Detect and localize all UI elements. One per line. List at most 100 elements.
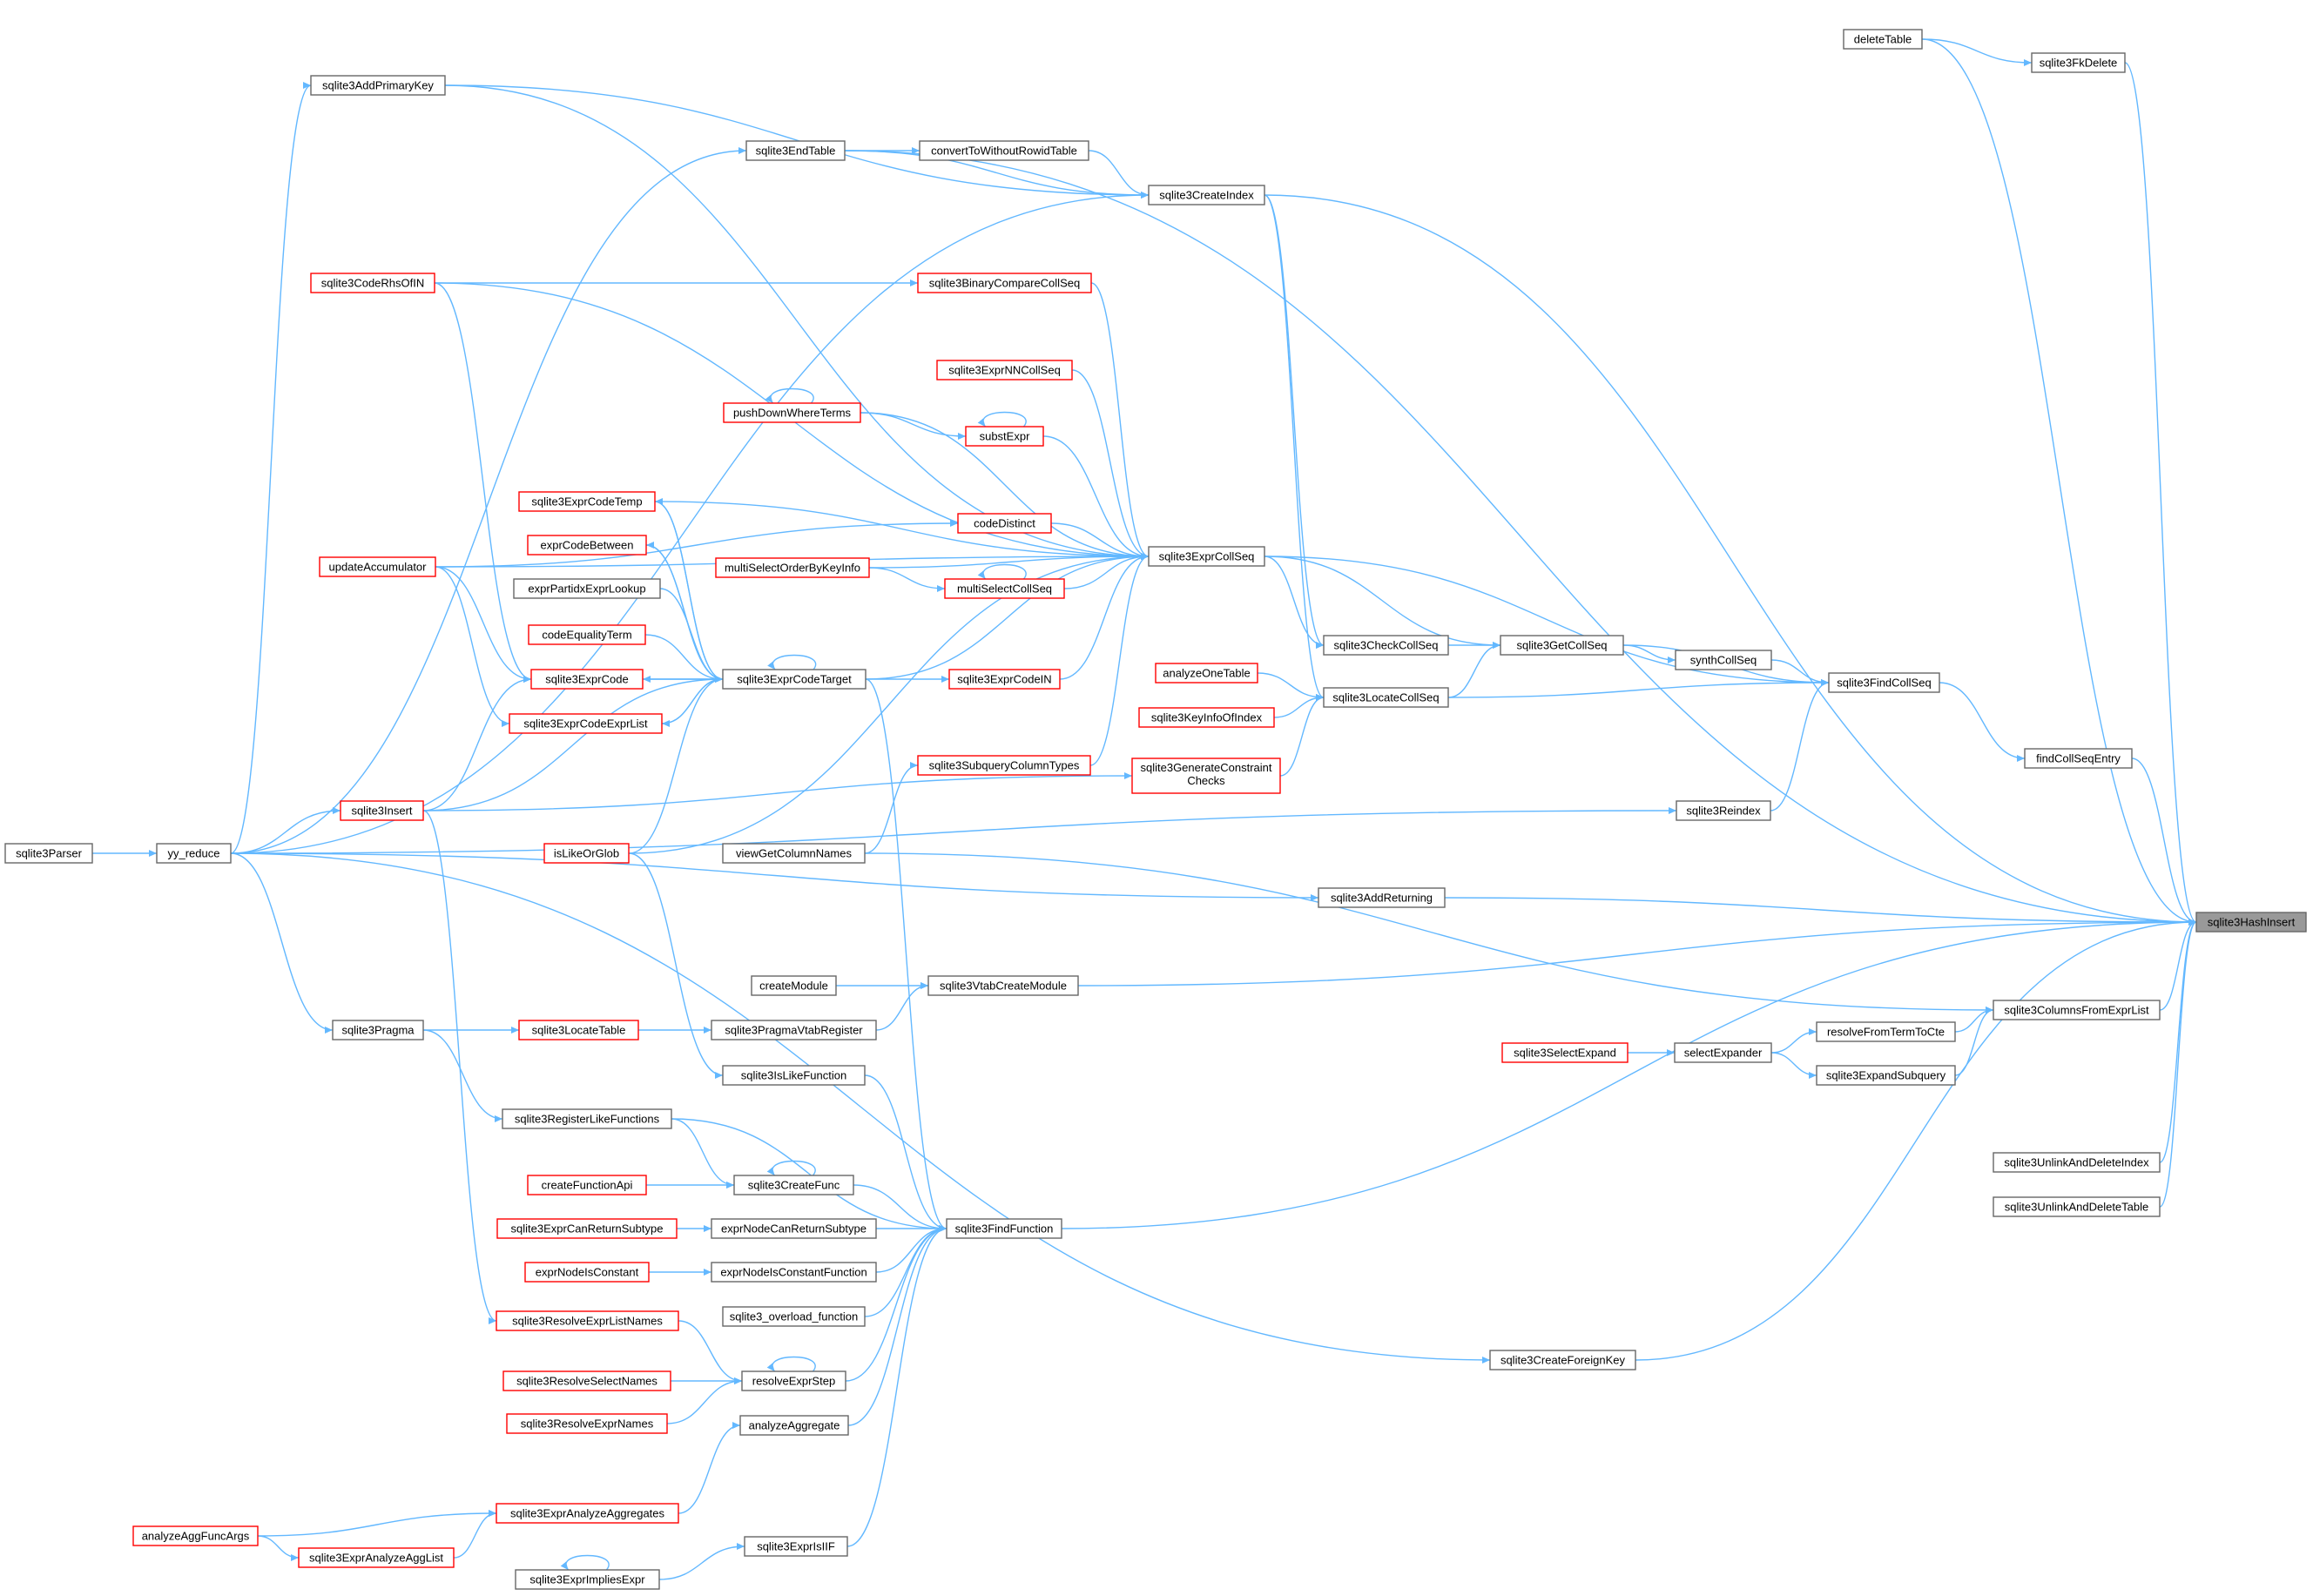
node-sqlite3-add-primary-key[interactable]: sqlite3AddPrimaryKey xyxy=(310,75,446,96)
node-sqlite3-reindex[interactable]: sqlite3Reindex xyxy=(1676,800,1771,821)
node-delete-table[interactable]: deleteTable xyxy=(1843,29,1923,50)
node-code-distinct[interactable]: codeDistinct xyxy=(957,513,1052,534)
node-sqlite3-expr-code-target[interactable]: sqlite3ExprCodeTarget xyxy=(722,669,867,690)
node-label: sqlite3ExprAnalyzeAggList xyxy=(309,1552,443,1565)
edge-sqlite3-find-coll-seq-to-sqlite3-locate-coll-seq xyxy=(1447,679,1830,698)
node-sqlite3-unlink-and-delete-index[interactable]: sqlite3UnlinkAndDeleteIndex xyxy=(1993,1152,2161,1173)
node-sqlite3-expr-code-expr-list[interactable]: sqlite3ExprCodeExprList xyxy=(509,713,663,734)
node-analyze-agg-func-args[interactable]: analyzeAggFuncArgs xyxy=(132,1525,259,1546)
node-label: sqlite3HashInsert xyxy=(2208,916,2296,929)
node-sqlite3-expr-is-iif[interactable]: sqlite3ExprIsIIF xyxy=(744,1536,848,1557)
node-sqlite3-overload-function[interactable]: sqlite3_overload_function xyxy=(722,1306,866,1327)
node-sqlite3-resolve-select-names[interactable]: sqlite3ResolveSelectNames xyxy=(502,1370,671,1391)
node-expr-partidx-expr-lookup[interactable]: exprPartidxExprLookup xyxy=(513,578,661,599)
node-view-get-column-names[interactable]: viewGetColumnNames xyxy=(722,843,866,864)
node-sqlite3-subquery-column-types[interactable]: sqlite3SubqueryColumnTypes xyxy=(917,755,1091,776)
node-subst-expr[interactable]: substExpr xyxy=(965,426,1044,447)
node-sqlite3-end-table[interactable]: sqlite3EndTable xyxy=(745,140,846,161)
node-sqlite3-fk-delete[interactable]: sqlite3FkDelete xyxy=(2031,52,2126,73)
edge-sqlite3-find-function-to-expr-node-is-constant-function xyxy=(875,1225,947,1273)
node-sqlite3-resolve-expr-list-names[interactable]: sqlite3ResolveExprListNames xyxy=(496,1310,679,1331)
edge-sqlite3-get-coll-seq-to-sqlite3-expr-coll-seq xyxy=(1264,556,1501,649)
node-sqlite3-expr-code[interactable]: sqlite3ExprCode xyxy=(530,669,644,690)
node-box xyxy=(741,1370,846,1391)
edge-sqlite3-register-like-functions-to-sqlite3-pragma xyxy=(422,1029,503,1122)
node-sqlite3-expr-code-temp[interactable]: sqlite3ExprCodeTemp xyxy=(518,491,656,512)
node-sqlite3-add-returning[interactable]: sqlite3AddReturning xyxy=(1318,887,1446,908)
node-sqlite3-expr-implies-expr[interactable]: sqlite3ExprImpliesExpr xyxy=(515,1569,660,1590)
node-resolve-from-term-to-cte[interactable]: resolveFromTermToCte xyxy=(1816,1021,1956,1042)
node-sqlite3-vtab-create-module[interactable]: sqlite3VtabCreateModule xyxy=(927,975,1079,996)
node-sqlite3-is-like-function[interactable]: sqlite3IsLikeFunction xyxy=(722,1065,866,1086)
node-label: sqlite3ExprNNCollSeq xyxy=(948,364,1061,377)
edge-sqlite3-pragma-to-yy-reduce xyxy=(230,852,334,1034)
node-expr-code-between[interactable]: exprCodeBetween xyxy=(527,535,647,556)
node-sqlite3-expr-can-return-subtype[interactable]: sqlite3ExprCanReturnSubtype xyxy=(496,1218,678,1239)
node-sqlite3-register-like-functions[interactable]: sqlite3RegisterLikeFunctions xyxy=(502,1108,672,1129)
node-box xyxy=(1843,29,1923,50)
node-box xyxy=(917,273,1092,293)
node-multi-select-order-by-key-info[interactable]: multiSelectOrderByKeyInfo xyxy=(715,557,870,578)
node-sqlite3-expr-coll-seq[interactable]: sqlite3ExprCollSeq xyxy=(1148,546,1265,567)
node-box xyxy=(711,1020,877,1040)
node-expr-node-is-constant[interactable]: exprNodeIsConstant xyxy=(524,1262,650,1283)
node-sqlite3-resolve-expr-names[interactable]: sqlite3ResolveExprNames xyxy=(506,1413,668,1434)
node-sqlite3-locate-table[interactable]: sqlite3LocateTable xyxy=(518,1020,639,1040)
node-label: sqlite3BinaryCompareCollSeq xyxy=(929,277,1080,290)
node-is-like-or-glob[interactable]: isLikeOrGlob xyxy=(543,843,630,864)
edge-sqlite3-expr-coll-seq-to-sqlite3-expr-code-in xyxy=(1059,553,1150,680)
node-expr-node-is-constant-function[interactable]: exprNodeIsConstantFunction xyxy=(711,1262,877,1283)
node-sqlite3-create-func[interactable]: sqlite3CreateFunc xyxy=(733,1175,854,1195)
node-create-function-api[interactable]: createFunctionApi xyxy=(527,1175,647,1195)
edge-sqlite3-expr-coll-seq-to-multi-select-coll-seq xyxy=(1063,553,1150,589)
node-sqlite3-create-foreign-key[interactable]: sqlite3CreateForeignKey xyxy=(1489,1350,1636,1370)
node-sqlite3-columns-from-expr-list[interactable]: sqlite3ColumnsFromExprList xyxy=(1993,1000,2161,1020)
edge-sqlite3-create-index-to-sqlite3-add-primary-key xyxy=(444,84,1150,199)
node-sqlite3-insert[interactable]: sqlite3Insert xyxy=(340,800,424,821)
node-sqlite3-expr-code-in[interactable]: sqlite3ExprCodeIN xyxy=(948,669,1061,690)
node-sqlite3-get-coll-seq[interactable]: sqlite3GetCollSeq xyxy=(1500,635,1624,656)
node-sqlite3-locate-coll-seq[interactable]: sqlite3LocateCollSeq xyxy=(1323,687,1449,708)
node-sqlite3-select-expand[interactable]: sqlite3SelectExpand xyxy=(1501,1042,1629,1063)
node-sqlite3-expand-subquery[interactable]: sqlite3ExpandSubquery xyxy=(1816,1065,1956,1086)
node-sqlite3-code-rhs-of-in[interactable]: sqlite3CodeRhsOfIN xyxy=(310,273,435,293)
node-code-equality-term[interactable]: codeEqualityTerm xyxy=(528,624,646,645)
edge-push-down-where-terms-to-push-down-where-terms xyxy=(765,387,814,404)
node-label: sqlite3Reindex xyxy=(1686,805,1761,818)
node-update-accumulator[interactable]: updateAccumulator xyxy=(319,556,436,577)
edge-sqlite3-expr-code-target-to-is-like-or-glob xyxy=(628,676,724,854)
node-sqlite3-expr-analyze-aggregates[interactable]: sqlite3ExprAnalyzeAggregates xyxy=(496,1503,679,1524)
node-push-down-where-terms[interactable]: pushDownWhereTerms xyxy=(723,402,861,423)
node-sqlite3-binary-compare-coll-seq[interactable]: sqlite3BinaryCompareCollSeq xyxy=(917,273,1092,293)
node-sqlite3-pragma[interactable]: sqlite3Pragma xyxy=(332,1020,424,1040)
edge-sqlite3-hash-insert-to-sqlite3-create-foreign-key xyxy=(1635,919,2197,1361)
node-resolve-expr-step[interactable]: resolveExprStep xyxy=(741,1370,846,1391)
edge-sqlite3-expr-code-expr-list-to-sqlite3-expr-code-target xyxy=(661,678,724,727)
node-sqlite3-expr-analyze-agg-list[interactable]: sqlite3ExprAnalyzeAggList xyxy=(298,1547,455,1568)
node-analyze-one-table[interactable]: analyzeOneTable xyxy=(1155,663,1258,684)
node-sqlite3-unlink-and-delete-table[interactable]: sqlite3UnlinkAndDeleteTable xyxy=(1993,1196,2161,1217)
node-sqlite3-find-function[interactable]: sqlite3FindFunction xyxy=(946,1218,1062,1239)
node-sqlite3-expr-nncoll-seq[interactable]: sqlite3ExprNNCollSeq xyxy=(936,360,1073,380)
node-sqlite3-hash-insert[interactable]: sqlite3HashInsert xyxy=(2195,912,2307,933)
node-find-coll-seq-entry[interactable]: findCollSeqEntry xyxy=(2024,748,2133,769)
node-sqlite3-pragma-vtab-register[interactable]: sqlite3PragmaVtabRegister xyxy=(711,1020,877,1040)
node-sqlite3-create-index[interactable]: sqlite3CreateIndex xyxy=(1148,185,1265,205)
node-select-expander[interactable]: selectExpander xyxy=(1674,1042,1772,1063)
node-expr-node-can-return-subtype[interactable]: exprNodeCanReturnSubtype xyxy=(711,1218,877,1239)
edge-sqlite3-add-primary-key-to-yy-reduce xyxy=(230,82,312,854)
node-sqlite3-find-coll-seq[interactable]: sqlite3FindCollSeq xyxy=(1828,672,1940,693)
node-box xyxy=(936,360,1073,380)
node-multi-select-coll-seq[interactable]: multiSelectCollSeq xyxy=(944,578,1065,599)
node-sqlite3-parser[interactable]: sqlite3Parser xyxy=(4,843,93,864)
node-box xyxy=(530,669,644,690)
node-synth-coll-seq[interactable]: synthCollSeq xyxy=(1675,650,1772,670)
node-analyze-aggregate[interactable]: analyzeAggregate xyxy=(739,1415,849,1436)
node-yy-reduce[interactable]: yy_reduce xyxy=(156,843,232,864)
node-sqlite3-key-info-of-index[interactable]: sqlite3KeyInfoOfIndex xyxy=(1138,707,1275,728)
edge-sqlite3-hash-insert-to-sqlite3-unlink-and-delete-index xyxy=(2159,919,2197,1163)
node-create-module[interactable]: createModule xyxy=(751,975,837,996)
node-sqlite3-check-coll-seq[interactable]: sqlite3CheckCollSeq xyxy=(1323,635,1449,656)
node-convert-to-without-rowid-table[interactable]: convertToWithoutRowidTable xyxy=(919,140,1089,161)
